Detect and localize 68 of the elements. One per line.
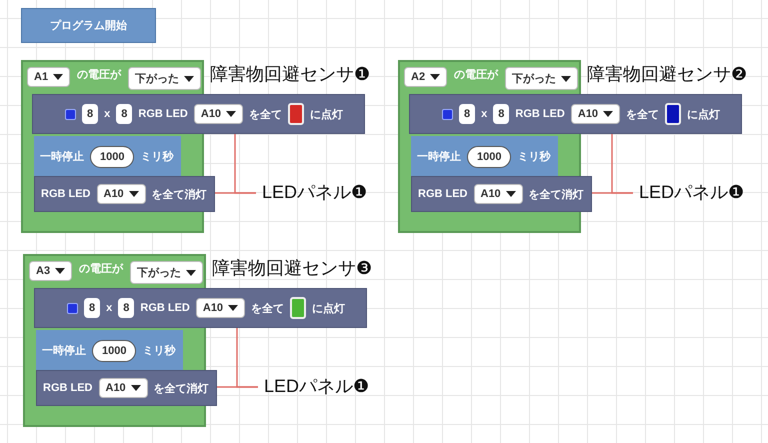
block-label: RGB LED xyxy=(418,188,468,200)
block-label: の電圧が xyxy=(454,68,498,82)
dropdown: A1 xyxy=(27,67,70,87)
block-label: RGB LED xyxy=(41,188,90,200)
dropdown: 下がった xyxy=(505,67,578,90)
led-on-block xyxy=(34,288,367,328)
led-on-block xyxy=(409,94,742,134)
block-label: を全て消灯 xyxy=(154,382,209,396)
block-label: に点灯 xyxy=(687,108,720,122)
block-label: を全て xyxy=(249,108,282,122)
block-label: ミリ秒 xyxy=(517,150,550,164)
number-field: 1000 xyxy=(92,340,136,362)
multiply-sign: x xyxy=(106,302,112,314)
number-field: 1000 xyxy=(90,146,134,168)
dropdown: A10 xyxy=(194,104,244,124)
multiply-sign: x xyxy=(104,108,110,120)
block-label: プログラム開始 xyxy=(50,18,127,33)
leader-line xyxy=(213,192,256,194)
block-label: RGB LED xyxy=(515,108,565,120)
number-field: 1000 xyxy=(467,146,512,168)
led-off-block xyxy=(34,176,215,212)
dropdown: A10 xyxy=(98,378,148,398)
block-label: の電圧が xyxy=(79,262,124,276)
sensor-heading: 障害物回避センサ❸ xyxy=(212,257,372,280)
wait-block xyxy=(411,136,558,177)
block-label: を全て xyxy=(626,108,660,122)
block-label: に点灯 xyxy=(312,302,346,316)
block-label: を全て消灯 xyxy=(152,188,207,202)
sensor-heading: 障害物回避センサ❷ xyxy=(587,63,747,86)
sensor-heading: 障害物回避センサ❶ xyxy=(210,63,370,86)
dropdown: A10 xyxy=(196,298,246,318)
led-off-block xyxy=(411,176,592,212)
callout-label: LEDパネル❶ xyxy=(639,180,744,204)
block-label: RGB LED xyxy=(138,108,188,120)
block-label: 一時停止 xyxy=(42,344,86,358)
block-label: を全て xyxy=(251,302,284,316)
dropdown: 下がった xyxy=(128,67,202,90)
dropdown: A3 xyxy=(29,261,72,281)
block-label: RGB LED xyxy=(43,382,92,394)
led-on-block xyxy=(32,94,365,134)
leader-line xyxy=(590,192,633,194)
dropdown: A2 xyxy=(404,67,448,87)
callout-label: LEDパネル❶ xyxy=(262,180,368,204)
block-label: に点灯 xyxy=(310,108,344,122)
number-field: 8 xyxy=(118,298,134,318)
block-label: 一時停止 xyxy=(417,150,461,164)
block-label: の電圧が xyxy=(77,68,122,82)
block-label: RGB LED xyxy=(140,302,190,314)
wait-block xyxy=(34,136,181,177)
number-field: 8 xyxy=(116,104,132,124)
callout-label: LEDパネル❶ xyxy=(264,374,370,398)
number-field: 8 xyxy=(84,298,100,318)
block-label: を全て消灯 xyxy=(528,188,584,202)
number-field: 8 xyxy=(82,104,98,124)
block-label: ミリ秒 xyxy=(140,150,174,164)
dropdown: A10 xyxy=(570,104,620,124)
start-block xyxy=(21,8,156,43)
block-label: ミリ秒 xyxy=(142,344,176,358)
leader-line xyxy=(215,386,258,388)
wait-block xyxy=(36,330,183,371)
dropdown: A10 xyxy=(474,184,523,204)
number-field: 8 xyxy=(493,104,510,124)
multiply-sign: x xyxy=(481,108,488,120)
dropdown: A10 xyxy=(96,184,146,204)
number-field: 8 xyxy=(459,104,476,124)
dropdown: 下がった xyxy=(130,261,204,284)
block-label: 一時停止 xyxy=(40,150,84,164)
led-off-block xyxy=(36,370,217,406)
